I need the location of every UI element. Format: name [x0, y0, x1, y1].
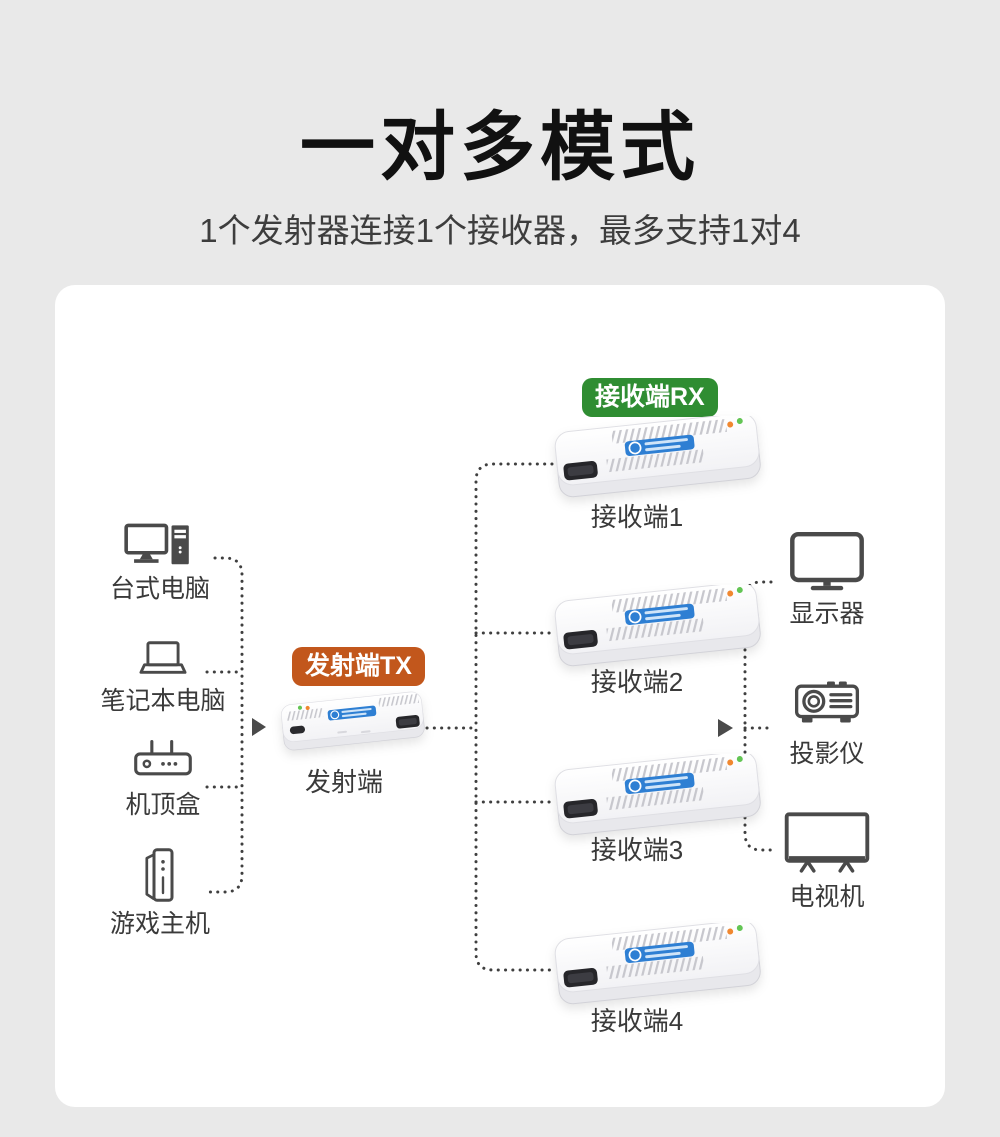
receiver-device-2	[549, 585, 767, 669]
transmitter-label: 发射端	[304, 767, 384, 797]
tv-icon	[784, 812, 870, 874]
projector-icon	[794, 680, 860, 728]
arrow-right-icon	[252, 718, 266, 736]
receiver-badge: 接收端RX	[582, 378, 718, 417]
receiver-label-2: 接收端2	[590, 667, 684, 697]
diagram-card: 台式电脑 笔记本电脑 机顶盒 游戏主机 发射端TX 发射端 接收端RX 接收端1…	[55, 285, 945, 1107]
receiver-label-1: 接收端1	[590, 502, 684, 532]
page-title: 一对多模式	[299, 105, 700, 189]
receiver-device-1	[549, 416, 767, 500]
output-label-projector: 投影仪	[789, 740, 865, 768]
page-subtitle: 1个发射器连接1个接收器，最多支持1对4	[199, 212, 801, 249]
output-label-monitor: 显示器	[789, 600, 865, 628]
output-label-tv: 电视机	[789, 883, 865, 911]
monitor-icon	[790, 532, 864, 594]
receiver-device-3	[549, 754, 767, 838]
laptop-icon	[134, 640, 192, 678]
transmitter-device	[277, 685, 429, 761]
source-label-desktop: 台式电脑	[109, 575, 211, 603]
receiver-label-3: 接收端3	[590, 835, 684, 865]
transmitter-badge: 发射端TX	[292, 647, 425, 686]
set-top-box-icon	[132, 739, 194, 785]
source-label-laptop: 笔记本电脑	[100, 687, 226, 715]
connector-lines	[203, 462, 779, 972]
receiver-device-4	[549, 923, 767, 1007]
desktop-computer-icon	[124, 523, 196, 571]
source-label-settop: 机顶盒	[125, 791, 201, 819]
game-console-icon	[142, 846, 178, 904]
source-label-console: 游戏主机	[109, 910, 211, 938]
receiver-label-4: 接收端4	[590, 1006, 684, 1036]
arrow-right-icon	[718, 719, 733, 737]
